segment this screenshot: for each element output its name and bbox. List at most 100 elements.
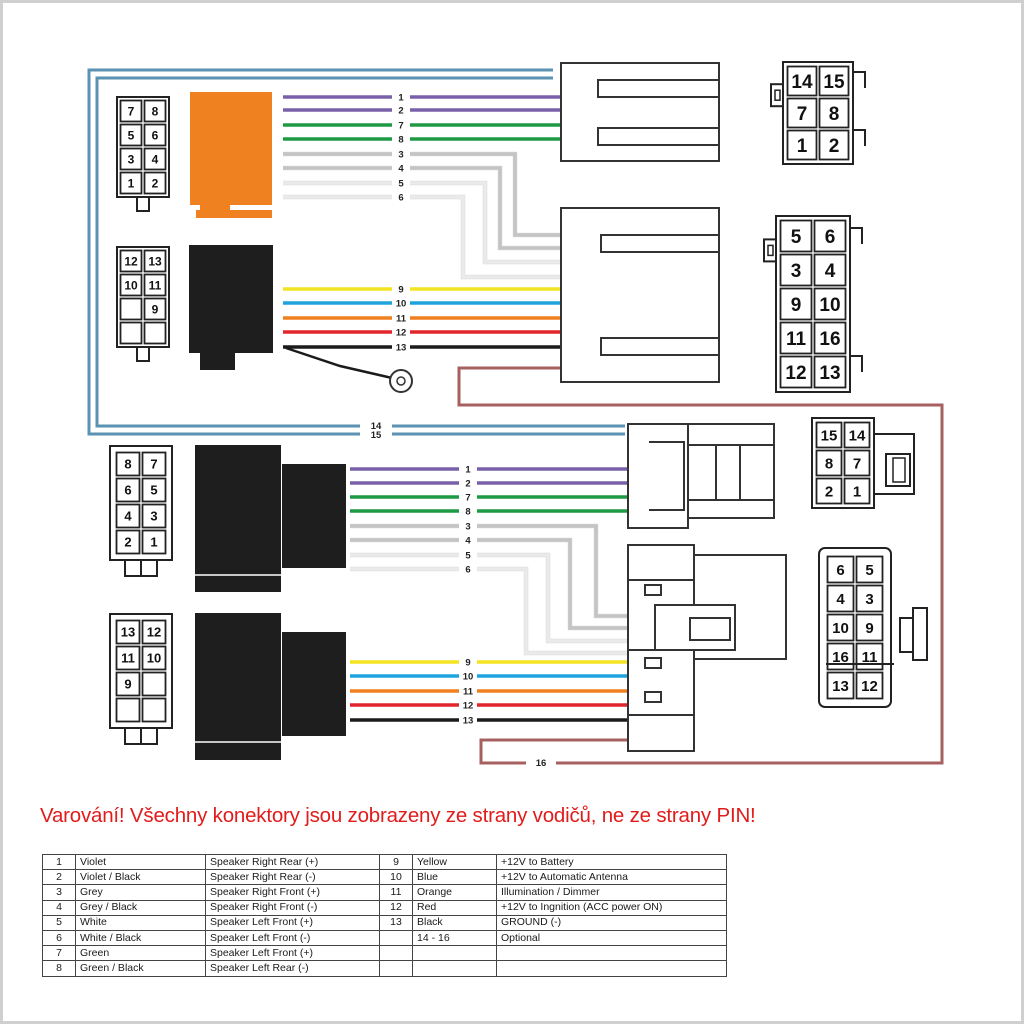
pin-cell <box>143 171 167 195</box>
pin-cell <box>779 321 813 355</box>
wire-label-6: 6 <box>465 565 470 576</box>
ground-lead <box>285 346 393 380</box>
loop-wire-14 <box>87 68 625 436</box>
orange-iso-block <box>190 92 272 218</box>
table-cell <box>379 929 413 947</box>
pin-cell <box>143 273 167 297</box>
pin-cell <box>119 171 143 195</box>
pin-label-10: 10 <box>832 620 849 637</box>
pin-label-16: 16 <box>832 649 849 666</box>
pin-cell <box>119 123 143 147</box>
table-cell: 5 <box>42 914 76 931</box>
table-cell: Grey <box>75 884 206 901</box>
loop-wire-15 <box>95 76 625 428</box>
iso-connector-b: 12 13 10 11 9 <box>116 246 170 362</box>
wire-4 <box>283 166 561 250</box>
pin-label-1: 1 <box>150 535 157 550</box>
pin-label-10: 10 <box>124 278 138 292</box>
wire-5 <box>350 553 628 643</box>
pin-cell <box>143 321 167 345</box>
pin-cell <box>119 321 143 345</box>
pin-label-1: 1 <box>853 483 861 500</box>
pin-cell <box>815 477 843 505</box>
pin-label-9: 9 <box>152 302 159 316</box>
table-cell: Speaker Right Front (+) <box>205 884 380 901</box>
table-cell: Speaker Left Front (-) <box>205 929 380 947</box>
pin-label-4: 4 <box>152 152 159 166</box>
table-cell: +12V to Ingnition (ACC power ON) <box>496 899 727 916</box>
pin-label-3: 3 <box>865 591 873 608</box>
pin-label-9: 9 <box>124 677 131 692</box>
wire-5 <box>283 181 561 264</box>
table-cell: 10 <box>379 869 413 886</box>
pin-cell <box>141 503 167 529</box>
pin-cell <box>826 584 855 613</box>
pin-label-4: 4 <box>836 591 845 608</box>
pin-label-13: 13 <box>832 678 849 695</box>
pin-cell <box>141 697 167 723</box>
pin-cell <box>818 97 850 129</box>
table-cell: 11 <box>379 884 413 901</box>
pin-label-11: 11 <box>149 278 162 292</box>
black-iso-block <box>189 245 273 370</box>
pin-cell <box>141 477 167 503</box>
pin-cell <box>826 671 855 700</box>
wire-label-5: 5 <box>398 179 404 190</box>
wire-label-5: 5 <box>465 551 471 562</box>
table-cell: Violet <box>75 853 206 871</box>
pin-cell <box>119 273 143 297</box>
table-cell: 9 <box>379 853 413 871</box>
pin-label-15: 15 <box>823 72 845 93</box>
table-cell: White <box>75 914 206 931</box>
orange-block-tab <box>196 210 272 218</box>
pin-label-7: 7 <box>853 455 861 472</box>
wire-label-10: 10 <box>396 299 407 310</box>
pin-label-13: 13 <box>148 254 162 268</box>
table-cell: Speaker Left Rear (-) <box>205 960 380 977</box>
pin-label-8: 8 <box>124 457 131 472</box>
pin-label-11: 11 <box>786 329 807 350</box>
table-cell <box>496 960 727 977</box>
pin-label-8: 8 <box>829 104 840 125</box>
pin-cell <box>813 355 847 389</box>
wire-label-3: 3 <box>465 522 470 533</box>
pin-label-12: 12 <box>147 625 161 640</box>
table-cell: Violet / Black <box>75 869 206 886</box>
pin-label-10: 10 <box>819 295 840 316</box>
pin-label-7: 7 <box>150 457 157 472</box>
loop-16-label-bg <box>526 755 556 769</box>
pin-label-6: 6 <box>836 562 844 579</box>
pin-label-5: 5 <box>150 483 157 498</box>
pin-label-12: 12 <box>785 363 806 384</box>
table-cell: +12V to Battery <box>496 853 727 871</box>
pin-cell <box>786 129 818 161</box>
table-cell: 7 <box>42 945 76 962</box>
pin-cell <box>115 529 141 555</box>
pin-cell <box>143 297 167 321</box>
table-cell: Green / Black <box>75 960 206 977</box>
pin-label-4: 4 <box>825 261 836 282</box>
pin-cell <box>779 253 813 287</box>
pin-cell <box>115 645 141 671</box>
table-cell: Speaker Right Rear (+) <box>205 853 380 871</box>
pin-cell <box>855 671 884 700</box>
pin-cell <box>843 477 871 505</box>
wire-label-10: 10 <box>463 672 474 683</box>
loop-label-15: 15 <box>371 430 382 441</box>
pin-cell <box>119 99 143 123</box>
pin-cell <box>815 449 843 477</box>
pin-cell <box>813 219 847 253</box>
table-cell: 6 <box>42 929 76 947</box>
pin-label-15: 15 <box>821 427 838 444</box>
pin-label-3: 3 <box>791 261 802 282</box>
pin-label-12: 12 <box>124 254 138 268</box>
